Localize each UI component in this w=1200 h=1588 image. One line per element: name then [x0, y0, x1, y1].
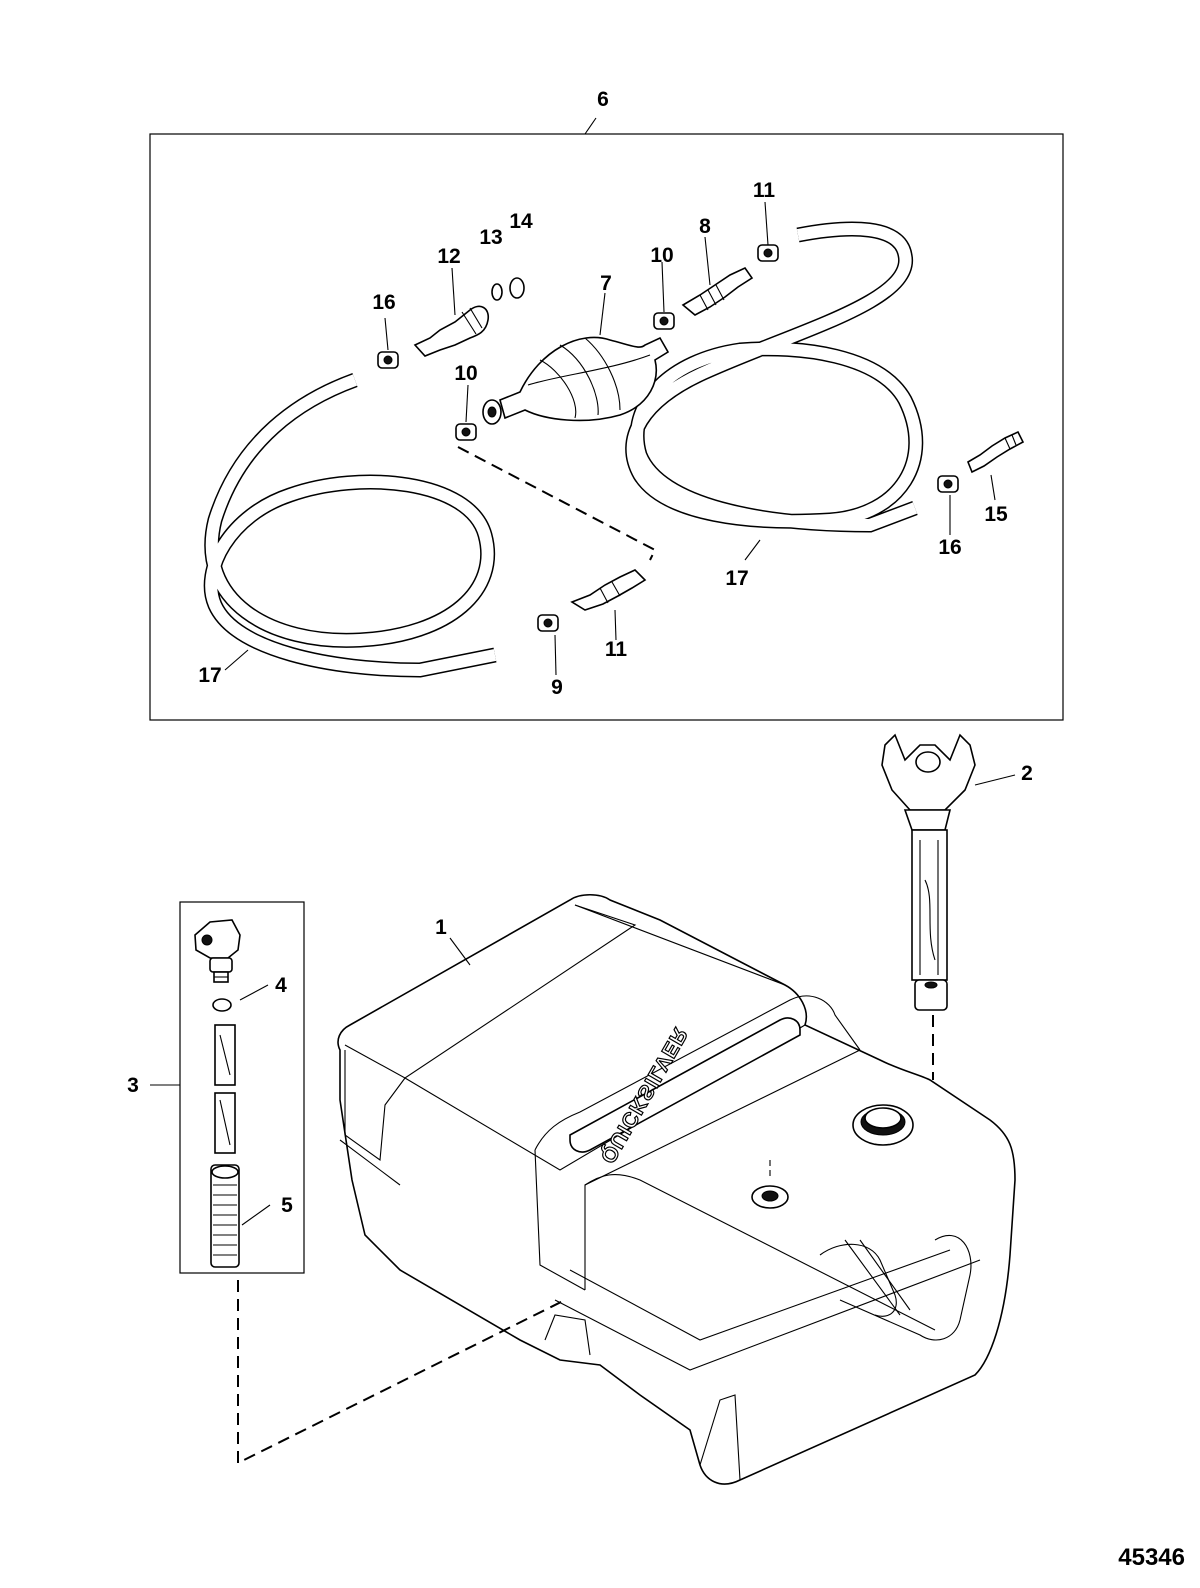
callout-5: 5 — [281, 1194, 293, 1217]
callout-6: 6 — [597, 88, 609, 111]
callout-10-upper: 10 — [650, 244, 673, 267]
hose-clamp-10-upper — [653, 312, 675, 330]
callout-16-left: 16 — [372, 291, 395, 314]
o-ring-13 — [491, 283, 503, 301]
pickup-assembly-frame — [179, 901, 305, 1274]
callout-8: 8 — [699, 215, 711, 238]
callout-3: 3 — [127, 1074, 139, 1097]
hose-clamp-16-left — [377, 351, 399, 369]
callout-7: 7 — [600, 272, 612, 295]
kit-routing-dashed-line — [457, 446, 657, 561]
fuel-tank: QUICKSILVER — [337, 893, 1016, 1485]
pickup-o-ring — [212, 998, 232, 1012]
fuel-filter-screen — [210, 1164, 240, 1268]
fuel-line-kit-frame — [149, 133, 1064, 721]
figure-number: 45346 — [1118, 1544, 1185, 1571]
callout-17-right: 17 — [725, 567, 748, 590]
hose-clamp-11-upper — [757, 244, 779, 262]
callout-10-lower: 10 — [454, 362, 477, 385]
callout-1: 1 — [435, 916, 447, 939]
pickup-dashed-line — [237, 1280, 566, 1465]
primer-bulb — [482, 336, 670, 425]
callout-14: 14 — [509, 210, 533, 233]
fuel-hose-right — [625, 221, 924, 533]
callout-11-upper: 11 — [753, 179, 776, 202]
engine-connector — [681, 266, 754, 316]
kit-leader-lines — [224, 117, 996, 676]
callout-17-left: 17 — [198, 664, 221, 687]
tank-connector — [413, 305, 490, 357]
pickup-elbow-fitting — [194, 919, 241, 983]
callout-11-lower: 11 — [605, 638, 628, 661]
callout-2: 2 — [1021, 762, 1033, 785]
callout-12: 12 — [437, 245, 460, 268]
callout-9: 9 — [551, 676, 563, 699]
callout-16-right: 16 — [938, 536, 961, 559]
fitting-15 — [967, 430, 1025, 474]
o-ring-14 — [509, 277, 525, 299]
fuel-gauge — [881, 733, 976, 1011]
fuel-hose-left — [203, 372, 497, 678]
hose-clamp-16-right — [937, 475, 959, 493]
callout-4: 4 — [275, 974, 287, 997]
callout-15: 15 — [984, 503, 1008, 526]
hose-clamp-9 — [537, 614, 559, 632]
fuel-fitting-lower — [570, 569, 647, 611]
callout-13: 13 — [479, 226, 502, 249]
hose-clamp-10-lower — [455, 423, 477, 441]
